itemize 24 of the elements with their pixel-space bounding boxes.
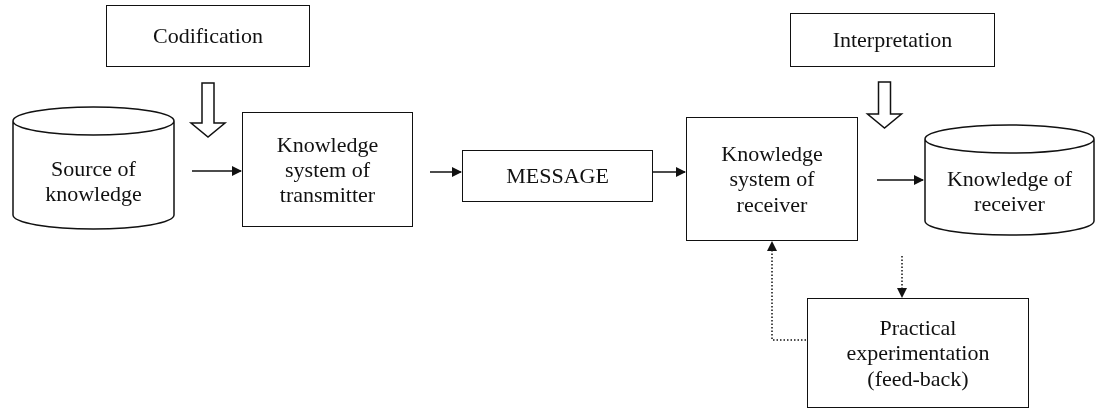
node-label: Knowledge of receiver (945, 165, 1074, 217)
node-label: Codification (153, 23, 263, 49)
process-box (790, 13, 995, 67)
arrow (191, 166, 242, 176)
arrow (429, 167, 462, 177)
node-label: Source of knowledge (44, 155, 143, 207)
node-label: Knowledge system of receiver (720, 141, 824, 217)
block-arrow (865, 81, 904, 129)
database-cylinder (924, 124, 1095, 236)
process-box (462, 150, 653, 202)
arrow (876, 175, 924, 185)
dotted-arrow (897, 255, 907, 298)
dotted-arrow (767, 241, 807, 341)
process-box (686, 117, 858, 241)
node-label: Knowledge system of transmitter (275, 131, 380, 208)
node-label: Practical experimentation (feed-back) (845, 315, 991, 391)
node-label: Interpretation (832, 27, 953, 53)
process-box (807, 298, 1029, 408)
arrow (652, 167, 686, 177)
node-label: MESSAGE (506, 163, 609, 189)
database-cylinder (12, 106, 175, 230)
process-box (106, 5, 310, 67)
process-box (242, 112, 413, 227)
block-arrow (188, 82, 228, 138)
